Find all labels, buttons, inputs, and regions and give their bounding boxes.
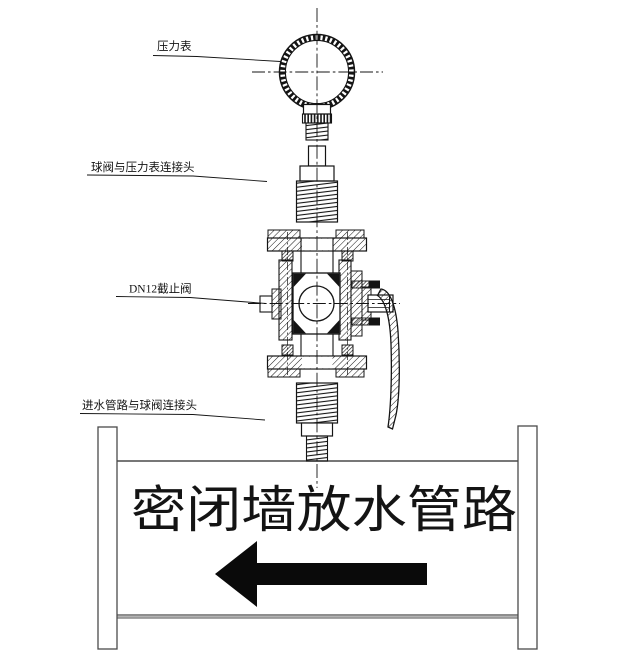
valve-seat [293, 320, 306, 334]
pipe-left-flange [97, 426, 118, 650]
valve-label: DN12截止阀 [129, 282, 192, 296]
pipe-label-text: 密闭墙放水管路 [131, 482, 517, 538]
gland-bolt [369, 317, 380, 326]
valve-leader [115, 296, 267, 304]
valve-handle [376, 288, 400, 430]
valve-left-stub [259, 295, 273, 313]
inlet-connector-leader [79, 413, 266, 421]
pressure-gauge-leader [152, 55, 281, 62]
stop-valve [248, 229, 400, 430]
inlet-connector-label: 进水管路与球阀连接头 [82, 398, 197, 412]
gland-bolt [369, 280, 380, 289]
valve-seat [293, 273, 306, 287]
gauge-connector-label: 球阀与压力表连接头 [91, 160, 195, 174]
pressure-gauge [252, 33, 383, 141]
valve-left-plug [271, 288, 282, 320]
valve-body-right-wall [338, 259, 352, 341]
valve-seat [327, 273, 340, 287]
pressure-gauge-label: 压力表 [157, 39, 192, 53]
main-pipe: 密闭墙放水管路 [97, 425, 538, 650]
callouts: 压力表 球阀与压力表连接头 DN12截止阀 进水管路与球阀连接头 [79, 39, 281, 421]
valve-seat [327, 320, 340, 334]
gauge-connector-leader [86, 174, 268, 182]
pipe-right-flange [517, 425, 538, 650]
flow-arrow-icon [215, 541, 427, 607]
